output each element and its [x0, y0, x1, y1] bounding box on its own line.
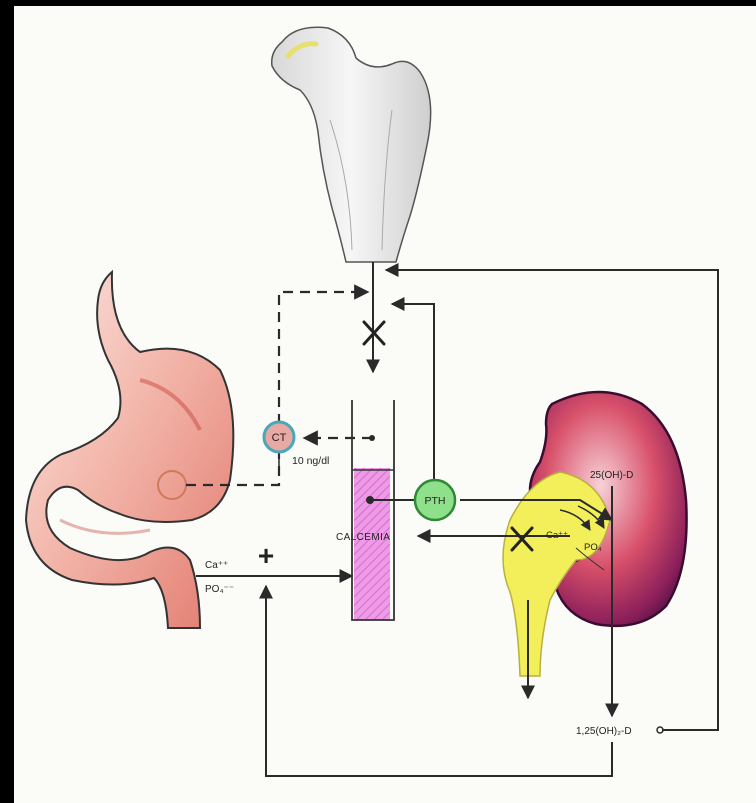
ca-gut-label: Ca⁺⁺ [205, 560, 228, 571]
pth-node: PTH [415, 480, 455, 520]
ct-label: CT [272, 432, 287, 444]
oh25-label: 25(OH)-D [590, 470, 633, 481]
po4-gut-label: PO₄⁻⁻ [205, 584, 234, 595]
calcemia-top-dot [369, 435, 375, 441]
ca-kidney-label: Ca⁺⁺ [546, 530, 568, 541]
ct-node: CT [264, 422, 294, 452]
pth-label: PTH [425, 495, 446, 507]
po4-kidney-label: PO₄ [584, 542, 602, 553]
ct-threshold-label: 10 ng/dl [292, 455, 329, 467]
calcemia-label: CALCEMIA [336, 532, 390, 543]
oh125-label: 1,25(OH)₂-D [576, 726, 632, 737]
plus-sign: + [258, 540, 274, 571]
